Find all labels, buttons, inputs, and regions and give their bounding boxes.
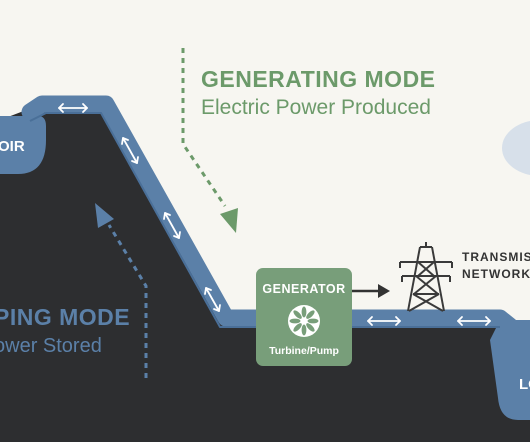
lower-reservoir bbox=[490, 320, 530, 420]
generator-output-arrowhead bbox=[378, 284, 390, 298]
generating-flow-arrow bbox=[181, 48, 227, 207]
flow-arrow-bottom-2 bbox=[457, 316, 491, 326]
pumping-mode-title: PING MODE bbox=[0, 304, 131, 330]
water-penstock bbox=[21, 95, 519, 335]
generating-mode-title: GENERATING MODE bbox=[201, 66, 436, 92]
flow-arrow-slope-2 bbox=[163, 212, 181, 239]
flow-arrow-bottom-1 bbox=[367, 316, 401, 326]
flow-arrow-slope-3 bbox=[204, 287, 221, 312]
pumping-mode-subtitle: ower Stored bbox=[0, 335, 102, 357]
transmission-label-line2: NETWORK bbox=[462, 267, 530, 281]
turbine-fan-icon bbox=[289, 306, 319, 336]
terrain bbox=[0, 104, 530, 442]
upper-reservoir bbox=[0, 116, 46, 174]
flow-arrow-slope-1 bbox=[121, 137, 139, 164]
transmission-label-line1: TRANSMIS bbox=[462, 250, 530, 264]
upper-reservoir-label: OIR bbox=[0, 138, 25, 155]
flow-arrow-top bbox=[58, 103, 88, 113]
generating-mode-subtitle: Electric Power Produced bbox=[201, 96, 431, 119]
generator-title: GENERATOR bbox=[262, 282, 346, 296]
lower-reservoir-label: LO bbox=[519, 376, 530, 393]
transmission-tower-icon bbox=[399, 242, 453, 312]
pumping-flow-arrow bbox=[107, 224, 148, 378]
generating-arrowhead bbox=[220, 208, 238, 233]
cloud-shape bbox=[502, 120, 530, 176]
pumping-arrowhead bbox=[95, 203, 114, 228]
turbine-pump-label: Turbine/Pump bbox=[269, 345, 339, 357]
